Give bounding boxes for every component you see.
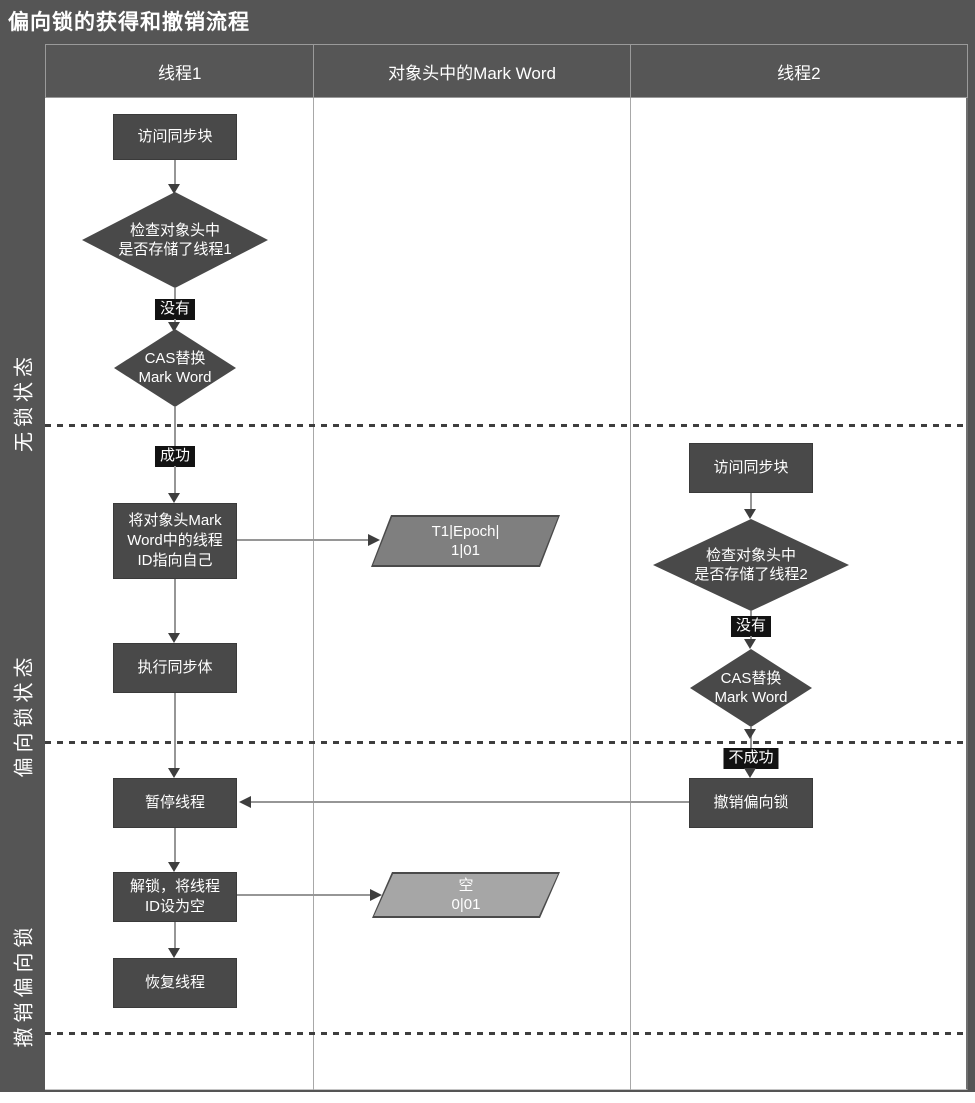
node-unlock-clear-id-line2: ID设为空 <box>144 898 205 915</box>
lane-separator-2 <box>630 98 631 1090</box>
arrowhead-down-icon <box>744 768 756 778</box>
arrowhead-left-icon <box>239 796 251 808</box>
node-access-sync-t2-label: 访问同步块 <box>713 458 789 476</box>
node-set-thread-id-line2: Word中的线程 <box>127 531 223 549</box>
arrowhead-down-icon <box>744 639 756 649</box>
page-title: 偏向锁的获得和撤销流程 <box>8 11 250 34</box>
markword-biased-parallelogram: T1|Epoch| 1|01 <box>371 515 560 567</box>
arrowhead-right-icon <box>370 889 382 901</box>
arrowhead-down-icon <box>744 509 756 519</box>
markword-biased-line2: 1|01 <box>451 542 480 559</box>
decision-cas-t2-line2: Mark Word <box>714 689 788 706</box>
connector-line <box>750 493 752 509</box>
connector-line <box>174 828 176 862</box>
lane-header-markword: 对象头中的Mark Word <box>313 45 630 97</box>
arrowhead-down-icon <box>168 322 180 332</box>
arrowhead-down-icon <box>168 493 180 503</box>
node-access-sync-t1-label: 访问同步块 <box>137 127 213 145</box>
markword-empty-line2: 0|01 <box>451 896 481 913</box>
node-unlock-clear-id-line1: 解锁，将线程 <box>129 877 220 895</box>
arrowhead-down-icon <box>168 948 180 958</box>
arrowhead-down-icon <box>168 862 180 872</box>
connector-line <box>174 319 176 323</box>
arrowhead-down-icon <box>168 768 180 778</box>
node-set-thread-id: 将对象头Mark Word中的线程 ID指向自己 <box>113 503 237 579</box>
markword-biased-line1: T1|Epoch| <box>431 522 500 540</box>
node-resume-thread: 恢复线程 <box>113 958 237 1008</box>
decision-cas-t2-line1: CAS替换 <box>720 669 782 687</box>
connector-line <box>174 922 176 948</box>
connector-line <box>174 579 176 633</box>
connector-line <box>251 801 689 803</box>
lane-header-thread1: 线程1 <box>46 45 314 97</box>
markword-empty-parallelogram: 空 0|01 <box>372 872 560 918</box>
node-revoke-bias-label: 撤销偏向锁 <box>713 793 789 811</box>
connector-line <box>237 894 370 896</box>
edge-label-success: 成功 <box>154 446 196 467</box>
connector-line <box>174 693 176 768</box>
edge-label-no-t2: 没有 <box>730 616 772 637</box>
node-unlock-clear-id: 解锁，将线程 ID设为空 <box>113 872 237 922</box>
decision-check-owner-t2-line1: 检查对象头中 <box>705 546 796 564</box>
markword-biased-content: T1|Epoch| 1|01 <box>373 517 558 565</box>
connector-line <box>237 539 368 541</box>
connector-line <box>750 636 752 640</box>
stage-label-biased: 偏向锁状态 <box>13 652 36 778</box>
stage-divider-1 <box>45 424 968 427</box>
stage-divider-3 <box>45 1032 968 1035</box>
connector-line <box>174 288 176 299</box>
node-set-thread-id-line3: ID指向自己 <box>137 552 213 570</box>
arrowhead-right-icon <box>368 534 380 546</box>
lane-separator-1 <box>313 98 314 1090</box>
node-access-sync-t1: 访问同步块 <box>113 114 237 160</box>
node-access-sync-t2: 访问同步块 <box>689 443 813 493</box>
markword-empty-content: 空 0|01 <box>374 874 558 916</box>
stage-label-lock-free: 无锁状态 <box>13 352 36 452</box>
edge-label-no-t1: 没有 <box>154 299 196 320</box>
node-revoke-bias: 撤销偏向锁 <box>689 778 813 828</box>
connector-line <box>174 407 176 446</box>
arrowhead-down-icon <box>744 729 756 739</box>
decision-check-owner-t1-line2: 是否存储了线程1 <box>118 241 232 258</box>
arrowhead-down-icon <box>168 184 180 194</box>
connector-line <box>750 611 752 616</box>
connector-line <box>174 160 176 184</box>
node-execute-sync: 执行同步体 <box>113 643 237 693</box>
node-pause-thread-label: 暂停线程 <box>144 793 205 811</box>
markword-empty-line1: 空 <box>458 876 474 894</box>
decision-check-owner-t2-line2: 是否存储了线程2 <box>694 566 808 583</box>
node-resume-thread-label: 恢复线程 <box>144 973 205 991</box>
node-set-thread-id-line1: 将对象头Mark <box>128 511 222 529</box>
edge-label-fail: 不成功 <box>723 748 779 769</box>
node-execute-sync-label: 执行同步体 <box>137 658 213 676</box>
stage-divider-2 <box>45 741 968 744</box>
arrowhead-down-icon <box>168 633 180 643</box>
lane-header-row: 线程1 对象头中的Mark Word 线程2 <box>45 44 968 98</box>
decision-cas-t1-line2: Mark Word <box>138 369 212 386</box>
stage-label-revoke: 撤销偏向锁 <box>13 922 36 1048</box>
connector-line <box>174 466 176 493</box>
decision-check-owner-t1-line1: 检查对象头中 <box>129 221 220 239</box>
node-pause-thread: 暂停线程 <box>113 778 237 828</box>
lane-header-thread2: 线程2 <box>629 45 967 97</box>
decision-cas-t1-line1: CAS替换 <box>144 349 206 367</box>
